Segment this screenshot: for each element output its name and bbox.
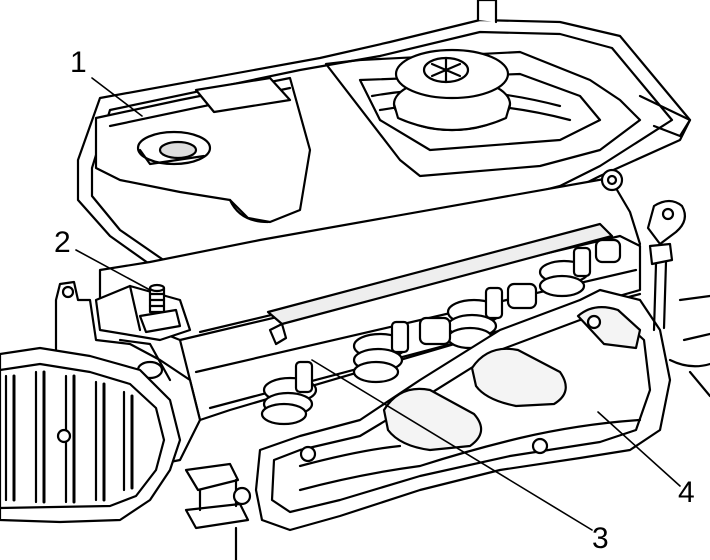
leader-lines	[76, 78, 680, 530]
leader-3	[312, 360, 592, 530]
valve-cover	[78, 0, 690, 300]
stud	[140, 285, 180, 332]
dipstick-assembly	[602, 170, 710, 396]
callout-3: 3	[592, 522, 609, 555]
callout-4: 4	[678, 476, 695, 509]
cylinder-head	[100, 178, 640, 420]
callout-1: 1	[70, 46, 87, 79]
fuel-rail	[268, 224, 612, 324]
leader-1	[92, 78, 142, 116]
callout-2: 2	[54, 226, 71, 259]
intake-grille	[0, 348, 180, 522]
lower-bracket	[186, 464, 250, 560]
exhaust-heat-shield	[256, 290, 670, 530]
leader-4	[598, 412, 680, 486]
leader-2	[76, 250, 150, 290]
